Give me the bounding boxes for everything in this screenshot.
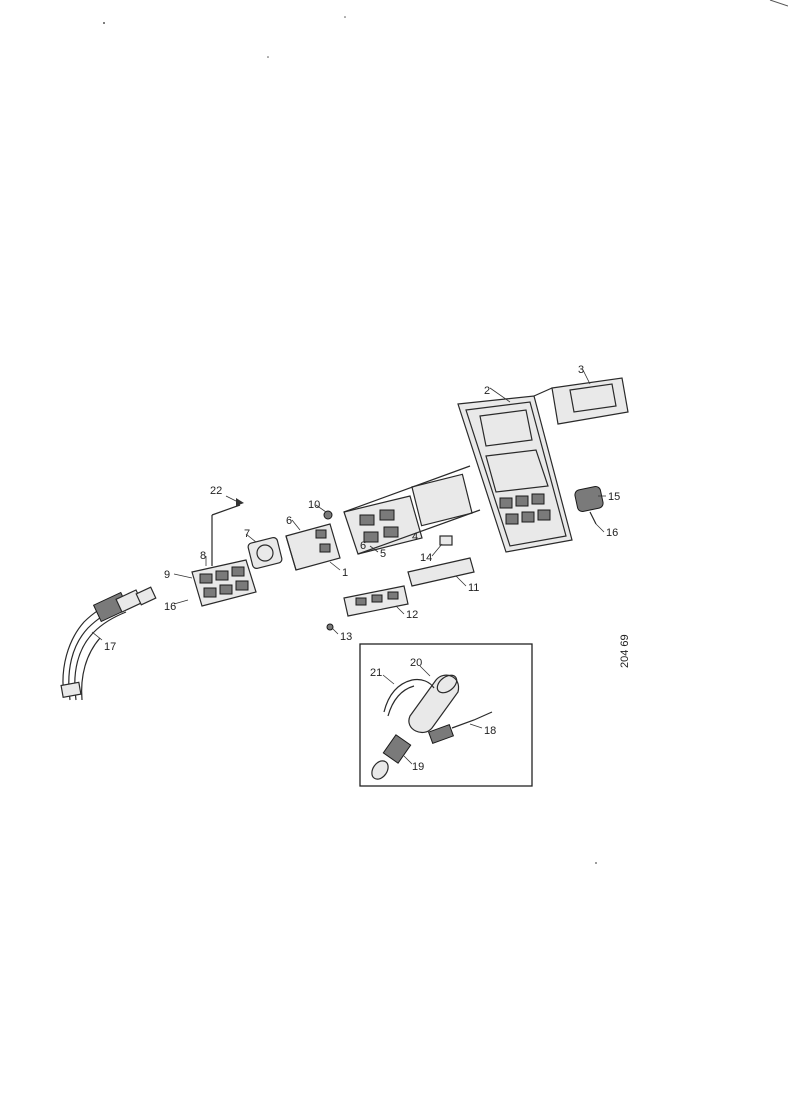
callout-6: 6: [286, 515, 292, 527]
console-panel: [457, 395, 573, 553]
control-module: [343, 465, 481, 555]
inset-detail: 21 20 18 19: [359, 643, 533, 787]
callout-8: 8: [200, 550, 206, 562]
callout-14: 14: [420, 552, 432, 564]
knob: [574, 485, 604, 525]
callout-10: 10: [308, 499, 320, 511]
callout-22: 22: [210, 485, 222, 497]
bulb: [371, 734, 412, 780]
callout-5: 5: [380, 548, 386, 560]
inset-callout-21: 21: [370, 667, 382, 679]
arrow-22: [225, 495, 244, 506]
callout-6b: 6: [360, 540, 366, 552]
callout-7: 7: [244, 528, 250, 540]
leader-lines: [91, 369, 606, 641]
inset-callout-20: 20: [410, 657, 422, 669]
callout-2: 2: [484, 385, 490, 397]
callout-16b: 16: [164, 601, 176, 613]
switch-block: [191, 504, 257, 607]
lamp-cylinder: [408, 674, 460, 733]
callout-15: 15: [608, 491, 620, 503]
callout-3: 3: [578, 364, 584, 376]
scan-specks: [103, 0, 788, 864]
inset-callout-18: 18: [484, 725, 496, 737]
callout-1: 1: [342, 567, 348, 579]
callout-12: 12: [406, 609, 418, 621]
switch-housing: [285, 523, 341, 571]
callout-11: 11: [468, 582, 479, 594]
trim-strips: [343, 557, 475, 617]
callout-9: 9: [164, 569, 170, 581]
drawing-reference-number: 204 69: [619, 634, 631, 668]
callout-13: 13: [340, 631, 352, 643]
wiring-harness: [60, 586, 157, 701]
inset-callout-19: 19: [412, 761, 424, 773]
callout-labels: 2 3 15 16 10 6 7 8 9 16 22 1 6 5 4 14 11…: [104, 364, 620, 653]
round-cap: [247, 537, 283, 569]
cover-plate: [533, 377, 629, 425]
callout-17: 17: [104, 641, 116, 653]
callout-16: 16: [606, 527, 618, 539]
small-fasteners: [323, 510, 453, 631]
callout-4: 4: [412, 531, 418, 543]
bulb-holder: [427, 711, 493, 745]
